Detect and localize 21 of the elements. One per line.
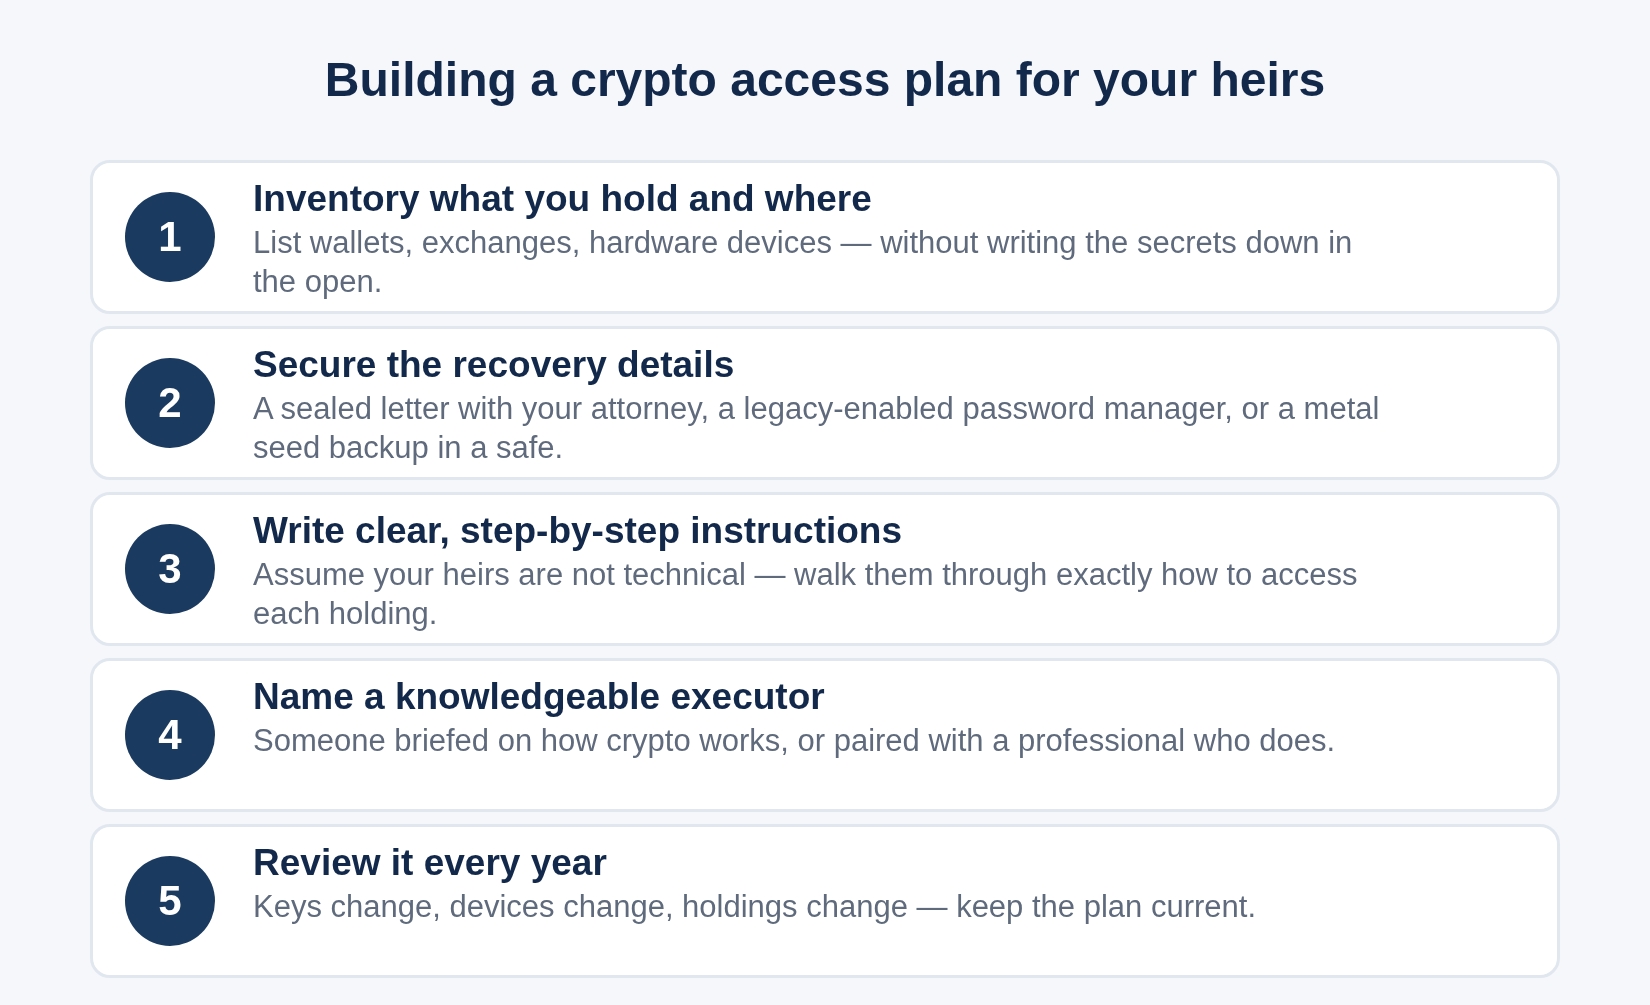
step-number-badge: 2 — [125, 358, 215, 448]
step-description: Keys change, devices change, holdings change — keep the plan current. — [253, 888, 1257, 926]
step-description: Assume your heirs are not technical — walk them through exactly how to access each holding. — [253, 556, 1359, 633]
step-card — [90, 492, 1560, 646]
diagram-title: Building a crypto access plan for your heirs — [324, 52, 1326, 107]
step-heading: Write clear, step-by-step instructions — [253, 509, 903, 553]
step-card — [90, 658, 1560, 812]
step-number-badge: 3 — [125, 524, 215, 614]
step-number-badge: 4 — [125, 690, 215, 780]
step-description: A sealed letter with your attorney, a legacy-enabled password manager, or a metal seed backup in a safe. — [253, 390, 1381, 467]
step-heading: Review it every year — [253, 841, 607, 885]
step-description: Someone briefed on how crypto works, or paired with a professional who does. — [253, 722, 1337, 760]
step-description: List wallets, exchanges, hardware devices — without writing the secrets down in the open. — [253, 224, 1354, 301]
step-number-badge: 5 — [125, 856, 215, 946]
step-card — [90, 160, 1560, 314]
step-heading: Name a knowledgeable executor — [253, 675, 825, 719]
step-heading: Inventory what you hold and where — [253, 177, 872, 221]
step-card — [90, 824, 1560, 978]
step-card — [90, 326, 1560, 480]
step-number-badge: 1 — [125, 192, 215, 282]
step-heading: Secure the recovery details — [253, 343, 735, 387]
